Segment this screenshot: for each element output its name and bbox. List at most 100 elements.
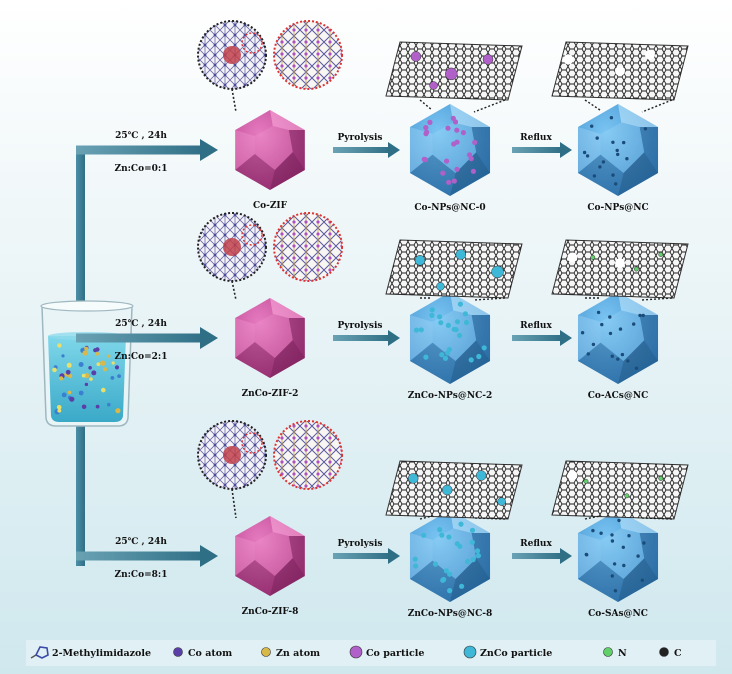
reflux-arrow [512, 548, 572, 564]
surface-particle [626, 359, 630, 363]
surface-particle [437, 527, 443, 533]
beaker-particle [89, 377, 93, 381]
reflux-arrow [512, 330, 572, 346]
synthesis-row-1: 25℃ , 24hZn:Co=0:1Co-ZIFPyrolysisCo-NPs@… [76, 20, 689, 213]
beaker-particle [81, 373, 86, 378]
product-label: Co-ACs@NC [588, 391, 649, 401]
product-label: Co-SAs@NC [588, 609, 648, 619]
surface-particle [468, 357, 474, 363]
surface-particle [610, 533, 614, 537]
legend-label: N [618, 648, 627, 659]
pyrolysis-label: Pyrolysis [338, 321, 383, 331]
legend-item: Co particle [349, 645, 424, 659]
condition-temp-time: 25℃ , 24h [115, 537, 167, 547]
beaker-particle [101, 387, 106, 393]
surface-particle [459, 583, 465, 589]
legend-label: ZnCo particle [480, 648, 552, 659]
beaker-particle [59, 376, 64, 381]
surface-particle [472, 139, 478, 145]
supported-particle [429, 81, 438, 90]
supported-particle [497, 497, 506, 506]
legend-item: 2-Methylimidazole [30, 646, 151, 659]
zif-local-structure-zoom [273, 20, 343, 90]
supported-particle [436, 282, 445, 291]
surface-particle [627, 534, 631, 538]
surface-particle [609, 116, 614, 120]
znco-particle-icon [463, 645, 477, 659]
surface-particle [643, 127, 648, 131]
surface-particle [481, 345, 487, 351]
surface-particle [476, 353, 482, 360]
surface-particle [423, 354, 429, 360]
surface-particle [444, 158, 450, 164]
supported-particle [455, 249, 467, 260]
beaker-particle [81, 404, 87, 410]
vacancy [563, 54, 574, 65]
legend-label: C [674, 648, 682, 659]
co-particle-icon [349, 645, 363, 659]
surface-particle [451, 178, 457, 184]
beaker-particle [84, 346, 89, 351]
surface-particle [591, 342, 596, 347]
supported-particle [475, 470, 487, 481]
supported-particle [410, 51, 422, 62]
surface-particle [625, 157, 629, 161]
synthesis-row-2: 25℃ , 24hZn:Co=2:1ZnCo-ZIF-2PyrolysisZnC… [76, 212, 689, 401]
metal-node [223, 446, 241, 464]
surface-particle [470, 168, 476, 174]
branch-arrow-head [200, 327, 218, 349]
surface-particle [585, 553, 589, 557]
surface-particle [460, 130, 466, 136]
surface-particle [634, 366, 639, 370]
surface-particle [621, 545, 625, 549]
beaker-particle [103, 367, 107, 372]
metal-node [223, 46, 241, 64]
branch-arrow [76, 333, 206, 343]
surface-particle [636, 554, 640, 558]
surface-particle [596, 310, 601, 315]
supported-particle [482, 54, 494, 65]
surface-particle [463, 319, 470, 326]
legend-item: ZnCo particle [463, 645, 552, 659]
branch-arrow-head [200, 545, 218, 567]
surface-particle [615, 148, 619, 153]
legend-label: Co atom [188, 648, 232, 659]
surface-particle [469, 539, 475, 545]
nc-crystal-icon [409, 104, 491, 196]
condition-temp-time: 25℃ , 24h [115, 131, 167, 141]
beaker-particle [69, 396, 75, 402]
surface-particle [441, 576, 447, 583]
surface-particle [642, 541, 646, 545]
product-label: Co-NPs@NC [587, 203, 648, 213]
surface-particle [451, 326, 457, 332]
beaker-particle [61, 354, 65, 358]
surface-particle [454, 166, 460, 172]
supported-particle [658, 475, 664, 481]
beaker-particle [84, 382, 89, 387]
surface-particle [457, 332, 463, 339]
surface-particle [592, 174, 597, 178]
beaker-particle [57, 408, 62, 413]
surface-particle [458, 521, 464, 527]
sheet-connector [584, 515, 601, 520]
synthesis-row-3: 25℃ , 24hZn:Co=8:1ZnCo-ZIF-8PyrolysisZnC… [76, 420, 689, 619]
surface-particle [432, 561, 439, 567]
beaker-particle [91, 370, 97, 376]
surface-particle [457, 301, 463, 307]
zn-atom-icon [261, 647, 271, 657]
surface-particle [446, 534, 452, 540]
graphene-sheet-intermediate [385, 41, 523, 101]
surface-particle [641, 313, 645, 318]
surface-particle [611, 173, 615, 177]
graphene-sheet-intermediate [385, 239, 523, 299]
intermediate-label: ZnCo-NPs@NC-8 [408, 609, 492, 619]
beaker-particle [66, 362, 72, 368]
surface-particle [447, 588, 453, 594]
surface-particle [442, 355, 449, 361]
sheet-connector [473, 297, 506, 301]
condition-ratio: Zn:Co=2:1 [115, 352, 168, 362]
supported-particle [414, 255, 426, 266]
c-atom-icon [659, 647, 669, 657]
beaker-particle [84, 373, 90, 379]
surface-particle [454, 127, 460, 133]
